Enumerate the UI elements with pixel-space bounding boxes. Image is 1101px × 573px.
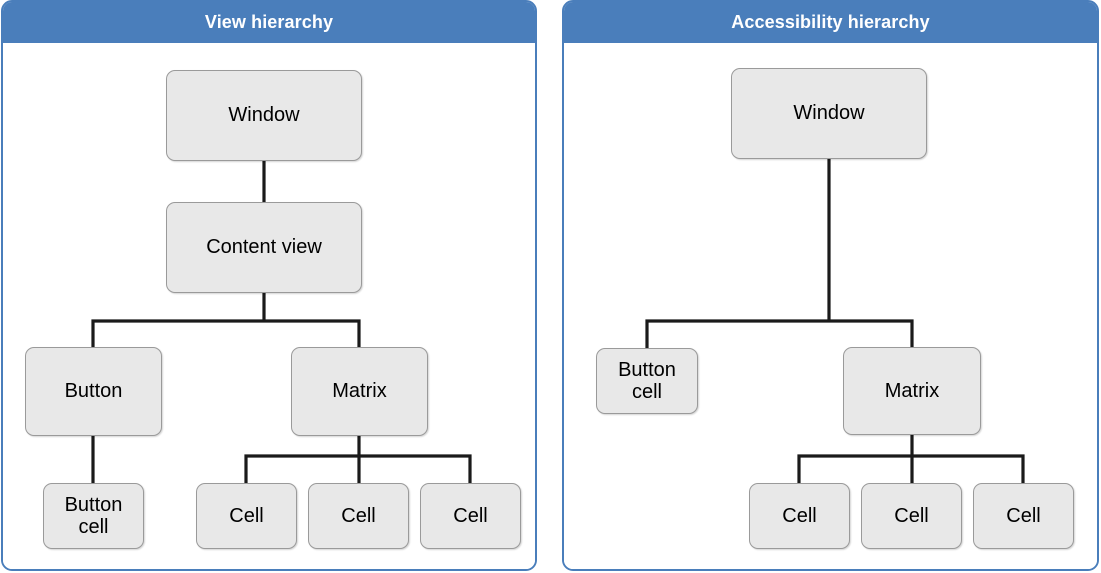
node-label: Matrix	[332, 380, 387, 403]
node-label: Button	[64, 380, 123, 403]
panel-body-accessibility-hierarchy: Window Button cell Matrix Cell Cell Cell	[564, 43, 1097, 569]
node-label: Button cell	[64, 493, 123, 538]
panel-title-accessibility-hierarchy: Accessibility hierarchy	[564, 2, 1097, 43]
connector-lines-view-hierarchy	[91, 159, 472, 485]
node-label: Window	[228, 104, 300, 127]
panel-body-view-hierarchy: Window Content view Button Matrix Button…	[3, 43, 535, 569]
node-cell-2[interactable]: Cell	[861, 483, 962, 549]
node-button-cell[interactable]: Button cell	[596, 348, 698, 414]
node-label: Cell	[341, 504, 376, 527]
node-cell-3[interactable]: Cell	[973, 483, 1074, 549]
node-label: Content view	[206, 236, 322, 259]
panel-view-hierarchy: View hierarchy Window Content view Butto…	[1, 0, 537, 571]
node-label: Cell	[894, 504, 929, 527]
node-cell-1[interactable]: Cell	[749, 483, 850, 549]
node-label: Matrix	[884, 379, 940, 402]
node-label: Cell	[229, 504, 264, 527]
node-cell-2[interactable]: Cell	[308, 483, 409, 549]
node-label: Window	[793, 102, 865, 125]
node-label: Cell	[453, 504, 488, 527]
node-button-cell[interactable]: Button cell	[43, 483, 144, 549]
panel-accessibility-hierarchy: Accessibility hierarchy Window Button ce…	[562, 0, 1099, 571]
node-label: Cell	[1006, 504, 1041, 527]
connector-lines-accessibility-hierarchy	[645, 157, 1025, 485]
node-matrix[interactable]: Matrix	[291, 347, 428, 436]
node-cell-3[interactable]: Cell	[420, 483, 521, 549]
node-matrix[interactable]: Matrix	[843, 347, 981, 435]
panel-title-view-hierarchy: View hierarchy	[3, 2, 535, 43]
node-button[interactable]: Button	[25, 347, 162, 436]
node-cell-1[interactable]: Cell	[196, 483, 297, 549]
node-window[interactable]: Window	[731, 68, 927, 159]
node-label: Button cell	[618, 358, 676, 403]
node-content-view[interactable]: Content view	[166, 202, 362, 293]
node-window[interactable]: Window	[166, 70, 362, 161]
node-label: Cell	[782, 504, 817, 527]
